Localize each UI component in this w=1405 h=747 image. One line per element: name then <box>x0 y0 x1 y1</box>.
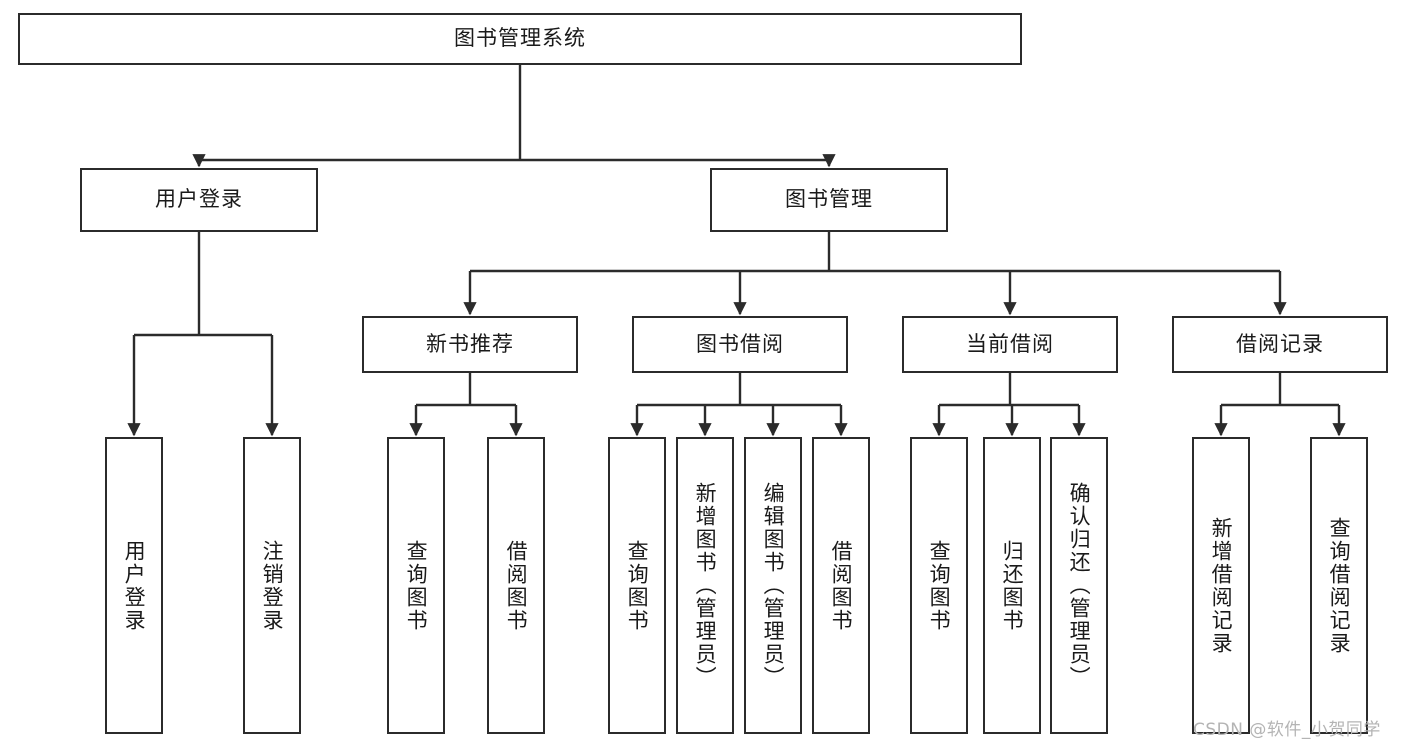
leaf-add-book[interactable]: 新增图书（管理员） <box>676 437 734 734</box>
leaf-add-book-label: 新增图书（管理员） <box>693 482 718 689</box>
leaf-return-book-label: 归还图书 <box>1000 539 1025 632</box>
leaf-confirm-return[interactable]: 确认归还（管理员） <box>1050 437 1108 734</box>
leaf-query-book-cur[interactable]: 查询图书 <box>910 437 968 734</box>
node-borrow-record-label: 借阅记录 <box>1236 331 1324 356</box>
node-book-manage-label: 图书管理 <box>785 187 873 212</box>
node-current-borrow[interactable]: 当前借阅 <box>902 316 1118 373</box>
leaf-borrow-book-rec-label: 借阅图书 <box>504 539 529 632</box>
node-root[interactable]: 图书管理系统 <box>18 13 1022 65</box>
node-user-login-label: 用户登录 <box>155 187 243 212</box>
node-user-login[interactable]: 用户登录 <box>80 168 318 232</box>
leaf-query-book-borrow[interactable]: 查询图书 <box>608 437 666 734</box>
leaf-return-book[interactable]: 归还图书 <box>983 437 1041 734</box>
leaf-borrow-book-rec[interactable]: 借阅图书 <box>487 437 545 734</box>
leaf-query-record-label: 查询借阅记录 <box>1327 516 1352 655</box>
node-new-book-recommend-label: 新书推荐 <box>426 331 514 356</box>
watermark-text: CSDN @软件_小贺同学 <box>1193 720 1381 740</box>
leaf-add-record[interactable]: 新增借阅记录 <box>1192 437 1250 734</box>
leaf-edit-book[interactable]: 编辑图书（管理员） <box>744 437 802 734</box>
node-current-borrow-label: 当前借阅 <box>966 331 1054 356</box>
leaf-add-record-label: 新增借阅记录 <box>1209 516 1234 655</box>
node-root-label: 图书管理系统 <box>454 26 586 51</box>
node-book-borrow-label: 图书借阅 <box>696 331 784 356</box>
leaf-confirm-return-label: 确认归还（管理员） <box>1067 482 1092 689</box>
leaf-query-book-rec-label: 查询图书 <box>404 539 429 632</box>
leaf-logout-login-label: 注销登录 <box>260 539 285 632</box>
leaf-query-book-borrow-label: 查询图书 <box>625 539 650 632</box>
node-book-borrow[interactable]: 图书借阅 <box>632 316 848 373</box>
leaf-borrow-book[interactable]: 借阅图书 <box>812 437 870 734</box>
leaf-borrow-book-label: 借阅图书 <box>829 539 854 632</box>
leaf-query-book-cur-label: 查询图书 <box>927 539 952 632</box>
leaf-user-login[interactable]: 用户登录 <box>105 437 163 734</box>
leaf-user-login-label: 用户登录 <box>122 539 147 632</box>
node-borrow-record[interactable]: 借阅记录 <box>1172 316 1388 373</box>
leaf-query-book-rec[interactable]: 查询图书 <box>387 437 445 734</box>
node-new-book-recommend[interactable]: 新书推荐 <box>362 316 578 373</box>
leaf-logout-login[interactable]: 注销登录 <box>243 437 301 734</box>
node-book-manage[interactable]: 图书管理 <box>710 168 948 232</box>
leaf-query-record[interactable]: 查询借阅记录 <box>1310 437 1368 734</box>
leaf-edit-book-label: 编辑图书（管理员） <box>761 482 786 689</box>
